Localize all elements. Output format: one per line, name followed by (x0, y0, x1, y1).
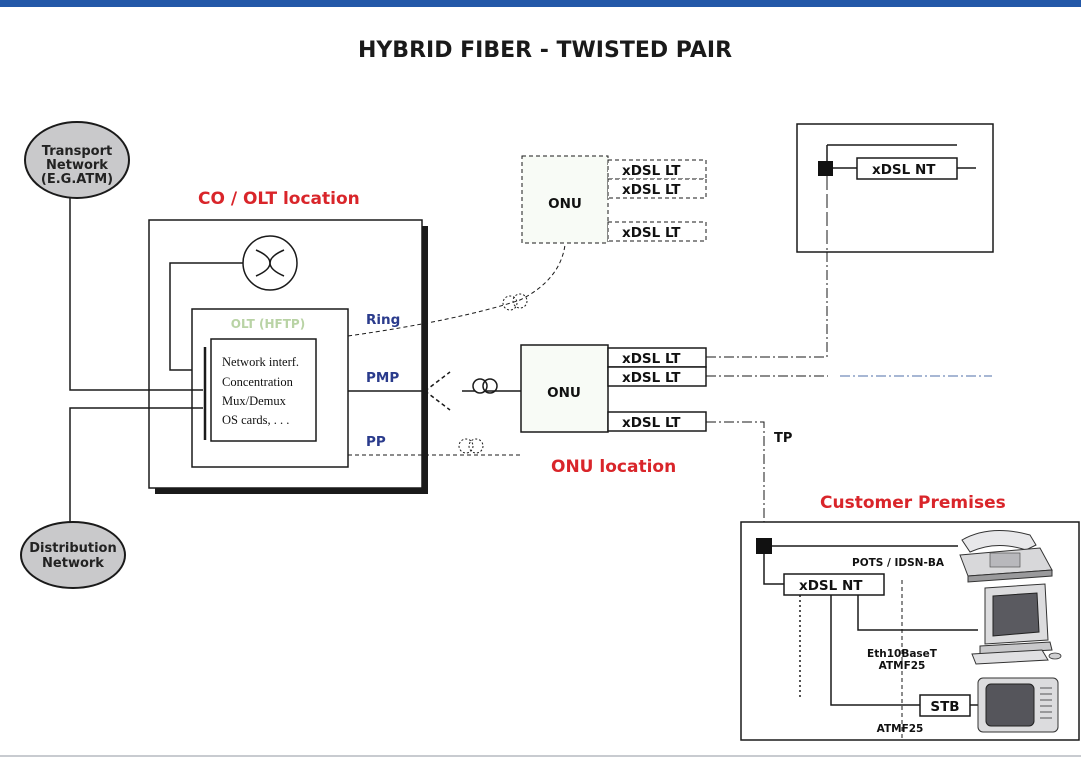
customer-xdsl-nt-box (783, 573, 885, 596)
switch-icon (242, 235, 298, 291)
pp-label: PP (366, 434, 386, 450)
distribution-network-node: Distribution Network (20, 521, 126, 589)
remote-xdsl-nt-label: xDSL NT (872, 162, 936, 178)
telephone-icon (959, 530, 1053, 583)
customer-splitter-block (756, 538, 772, 554)
eth10baset-label: Eth10BaseT (867, 648, 938, 660)
transport-line-3: (E.G.ATM) (41, 172, 113, 187)
transport-line-1: Transport (42, 144, 112, 159)
ring-fiber-coupler-icon (502, 293, 528, 311)
co-olt-location-label: CO / OLT location (198, 189, 360, 209)
remote-premises-box (796, 123, 994, 253)
onu-top-port-label: xDSL LT (622, 225, 681, 241)
customer-premises-title: Customer Premises (820, 493, 1006, 513)
transport-network-node: Transport Network (E.G.ATM) (24, 121, 130, 199)
top-accent-bar (0, 0, 1081, 7)
tp-label: TP (774, 431, 792, 446)
olt-function: Mux/Demux (222, 394, 287, 408)
television-icon (977, 677, 1059, 733)
olt-function: Network interf. (222, 355, 299, 369)
onu-top-port (607, 159, 707, 180)
remote-splitter-block (818, 161, 833, 176)
transport-line-2: Network (46, 158, 108, 173)
onu-top-port-label: xDSL LT (622, 163, 681, 179)
olt-function: Concentration (222, 375, 294, 389)
onu-mid-port-label: xDSL LT (622, 415, 681, 431)
atmf25-label-upper: ATMF25 (879, 660, 926, 672)
onu-mid-port-label: xDSL LT (622, 370, 681, 386)
distribution-line-1: Distribution (29, 541, 116, 556)
pots-label: POTS / IDSN-BA (852, 557, 945, 569)
ring-label: Ring (366, 312, 400, 328)
onu-mid-port-label: xDSL LT (622, 351, 681, 367)
onu-top-port (607, 221, 707, 242)
page-title: HYBRID FIBER - TWISTED PAIR (358, 38, 732, 63)
distribution-line-2: Network (42, 556, 104, 571)
onu-top-port (607, 178, 707, 199)
customer-xdsl-nt-label: xDSL NT (799, 578, 863, 594)
onu-top-label: ONU (548, 196, 582, 212)
pmp-label: PMP (366, 370, 399, 386)
onu-mid-box (520, 344, 609, 433)
pmp-fiber-coupler-icon (472, 378, 498, 394)
onu-location-label: ONU location (551, 457, 676, 477)
computer-icon (971, 583, 1062, 665)
olt-title: OLT (HFTP) (231, 317, 305, 331)
atmf25-label-lower: ATMF25 (877, 723, 924, 735)
olt-functions-box (210, 338, 317, 442)
olt-function: OS cards, . . . (222, 413, 289, 427)
onu-mid-label: ONU (547, 385, 581, 401)
bottom-rule (0, 755, 1081, 757)
onu-top-box (521, 155, 609, 244)
onu-top-port-label: xDSL LT (622, 182, 681, 198)
pp-fiber-coupler-icon (458, 438, 484, 454)
stb-label: STB (930, 699, 959, 715)
